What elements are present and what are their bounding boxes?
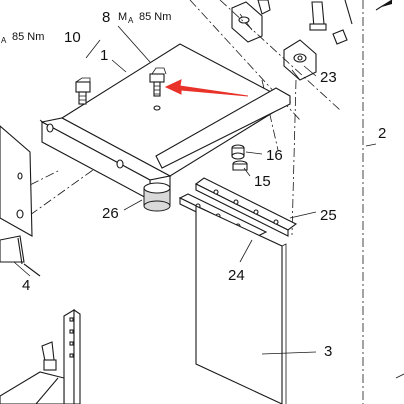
leader-10 xyxy=(85,39,101,59)
torque-symbol: M xyxy=(118,11,127,23)
torque-value: 85 Nm xyxy=(139,11,171,23)
leader-4 xyxy=(13,261,31,277)
label-part-16: 16 xyxy=(266,147,283,164)
bracket-23 xyxy=(283,39,317,81)
construction-line xyxy=(29,164,101,216)
construction-line xyxy=(291,79,297,236)
label-part-8: 8 xyxy=(102,9,110,26)
rubber-foot-26 xyxy=(143,182,171,212)
flap-3 xyxy=(195,205,287,404)
label-part-10: 10 xyxy=(64,29,81,46)
label-part-3: 3 xyxy=(324,343,332,360)
leader-15 xyxy=(243,167,251,177)
leader-2 xyxy=(365,143,377,147)
label-part-25: 25 xyxy=(320,207,337,224)
leader-16 xyxy=(245,151,263,155)
leader-26 xyxy=(123,199,143,211)
torque-subscript: A xyxy=(1,36,7,45)
leader-8 xyxy=(117,25,151,63)
torque-callout-top: M A 85 Nm xyxy=(118,11,171,25)
label-part-15: 15 xyxy=(254,173,271,190)
torque-subscript: A xyxy=(128,16,134,25)
corner-arrow-shaft xyxy=(375,0,393,11)
pin-15-icon xyxy=(232,160,248,171)
label-part-23: 23 xyxy=(320,69,337,86)
bolt-8-icon xyxy=(149,67,167,97)
construction-line xyxy=(219,0,341,111)
mounting-plate-1 xyxy=(40,43,292,201)
label-part-26: 26 xyxy=(102,205,119,222)
leader-24 xyxy=(239,239,253,263)
bolt-10-icon xyxy=(75,77,91,105)
lower-frame xyxy=(0,308,404,404)
red-direction-arrow xyxy=(164,79,249,97)
pin-16-icon xyxy=(231,144,245,160)
construction-line xyxy=(189,0,301,121)
construction-line xyxy=(261,79,279,151)
torque-callout-left: M A 85 Nm xyxy=(0,31,44,45)
label-part-2: 2 xyxy=(378,125,386,142)
torque-value: 85 Nm xyxy=(12,31,44,43)
top-mounting-brackets xyxy=(231,0,353,45)
label-part-1: 1 xyxy=(100,47,108,64)
construction-line xyxy=(0,169,61,201)
label-part-4: 4 xyxy=(22,277,30,294)
leader-25 xyxy=(289,211,317,219)
leader-1 xyxy=(111,59,127,73)
side-panel-4 xyxy=(0,125,41,277)
strip-25 xyxy=(194,177,298,237)
label-part-24: 24 xyxy=(228,267,245,284)
leader-3 xyxy=(261,351,317,355)
leader-23 xyxy=(303,65,317,77)
